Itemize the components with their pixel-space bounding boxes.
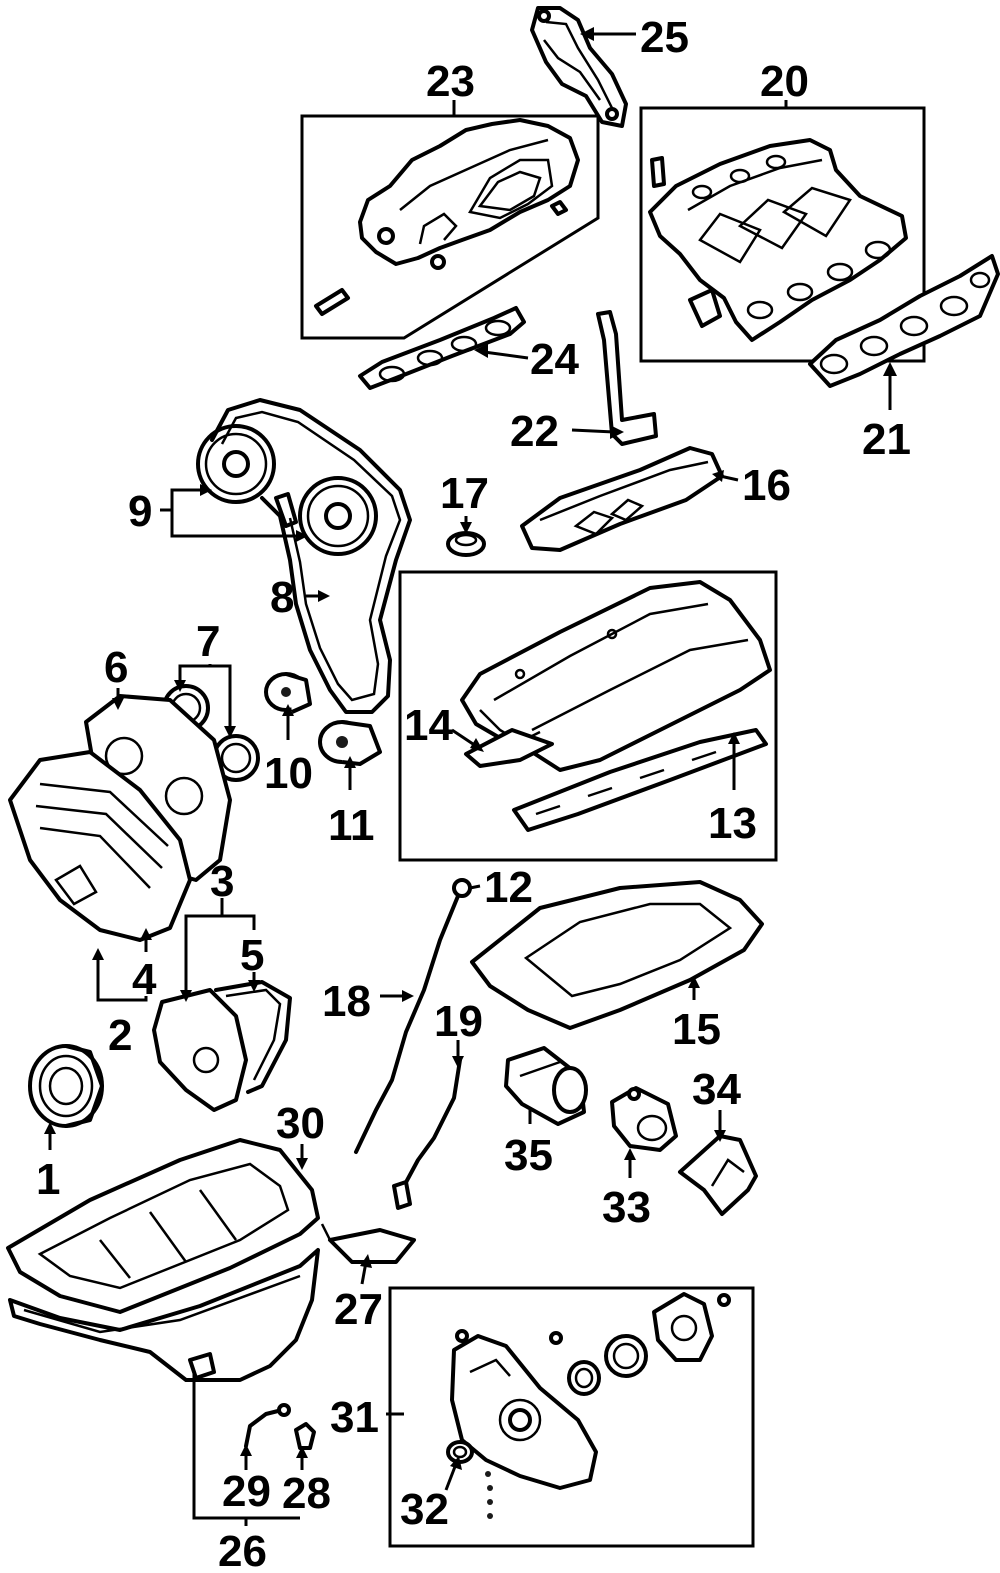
oil-filter [504,1046,588,1126]
callout-20: 20 [760,57,809,106]
timing-belt-inner [220,410,402,702]
callout-33: 33 [602,1183,651,1232]
camshaft-sprockets [196,424,378,556]
engine-cover [520,446,724,552]
box-valve-cover [398,570,778,862]
callout-18: 18 [322,977,371,1026]
callout-19: 19 [434,997,483,1046]
valve-cover-gaskets [464,728,768,832]
callout-13: 13 [708,799,757,848]
callout-12: 12 [484,863,533,912]
box-intake-manifold [639,106,926,363]
callout-30: 30 [276,1099,325,1148]
callout-22: 22 [510,407,559,456]
callout-35: 35 [504,1131,553,1180]
callout-17: 17 [440,469,489,518]
oil-pan-gasket [6,1138,320,1314]
oil-pump-seal [446,1440,474,1464]
oil-drain-plug [294,1422,316,1450]
callout-21: 21 [862,415,911,464]
callout-15: 15 [672,1005,721,1054]
oil-pump-gears [567,1292,731,1396]
oil-pan-drain-tube [244,1403,291,1448]
leader-lines [44,27,897,1526]
callout-9: 9 [128,487,152,536]
callout-4: 4 [132,955,157,1004]
box-upper-intake [300,114,600,340]
oil-cooler [610,1086,678,1152]
timing-belt-idler [264,672,312,714]
callout-8: 8 [270,573,294,622]
callout-2: 2 [108,1011,132,1060]
callout-27: 27 [334,1285,383,1334]
callout-1: 1 [36,1155,60,1204]
callout-5: 5 [240,931,264,980]
oil-pickup-strainer [320,1223,416,1264]
timing-cover-lower [152,980,292,1112]
oil-pump-bolts [485,1471,493,1519]
callout-labels: 25 23 20 24 21 22 16 17 9 8 7 6 10 11 14… [36,13,911,1573]
oil-pan [8,1248,320,1382]
timing-belt-tensioner [318,720,382,766]
callout-31: 31 [330,1393,379,1442]
callout-23: 23 [426,57,475,106]
engine-hanger-bracket [530,6,628,128]
callout-3: 3 [210,857,234,906]
callout-28: 28 [282,1469,331,1518]
timing-cover-upper [8,750,192,942]
oil-filler-cap [446,531,486,557]
valve-cover-gasket [470,880,764,1030]
callout-32: 32 [400,1485,449,1534]
upper-intake-plenum [314,118,580,316]
oil-dipstick-tube [392,1058,462,1210]
plenum-gasket [358,306,526,390]
callout-29: 29 [222,1467,271,1516]
timing-belt [210,398,412,714]
callout-16: 16 [742,461,791,510]
intake-manifold [648,138,908,342]
callout-10: 10 [264,749,313,798]
callout-26: 26 [218,1527,267,1573]
oil-dipstick-tube-bracket [596,310,658,446]
callout-7: 7 [196,617,220,666]
callout-24: 24 [530,335,579,384]
callout-11: 11 [328,801,375,850]
box-oil-pump [388,1286,755,1548]
callout-6: 6 [104,643,128,692]
crankshaft-pulley [28,1044,104,1128]
callout-25: 25 [640,13,689,62]
oil-pump [450,1329,598,1490]
intake-manifold-gasket [808,254,1000,388]
callout-14: 14 [404,701,453,750]
callout-34: 34 [692,1065,741,1114]
oil-filter-bracket [678,1134,758,1216]
